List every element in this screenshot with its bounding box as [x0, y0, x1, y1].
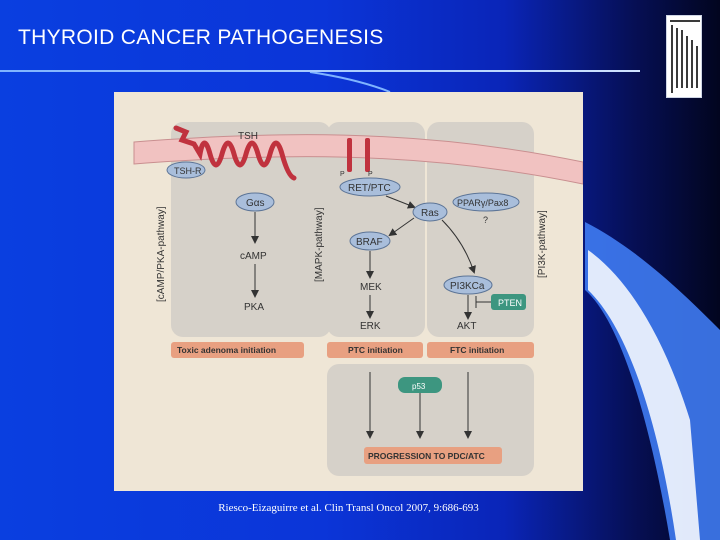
akt-label: AKT	[457, 321, 476, 332]
progression-label: PROGRESSION TO PDC/ATC	[368, 451, 485, 461]
toxic-adenoma-label: Toxic adenoma initiation	[177, 345, 276, 355]
p53-label: p53	[412, 382, 426, 391]
ppar-question: ?	[483, 215, 488, 225]
pathogenesis-figure: TSH TSH-R P P [cAMP/PKA-pathway] [MAPK-p…	[114, 92, 583, 491]
camp-pka-pathway-label: [cAMP/PKA-pathway]	[156, 206, 167, 302]
pi3kca-label: PI3KCa	[450, 281, 485, 292]
mapk-pathway-label: [MAPK-pathway]	[314, 207, 325, 282]
ptc-initiation-box	[327, 342, 423, 358]
ret-p-right: P	[368, 171, 373, 178]
ptc-initiation-label: PTC initiation	[348, 345, 403, 355]
ret-ptc-node	[339, 177, 401, 197]
ras-label: Ras	[421, 208, 439, 219]
tsh-label: TSH	[238, 131, 258, 142]
ret-receptor-left	[347, 138, 352, 172]
ret-p-left: P	[340, 171, 345, 178]
mapk-panel	[327, 122, 425, 337]
pi3kca-node	[443, 275, 493, 295]
ppar-node	[452, 192, 520, 212]
tshr-label: TSH-R	[174, 166, 202, 176]
pten-label: PTEN	[498, 298, 522, 308]
tsh-receptor	[173, 125, 297, 181]
ret-receptor-right	[365, 138, 370, 172]
tshr-node	[166, 161, 206, 179]
pka-label: PKA	[244, 302, 264, 313]
institution-logo	[666, 15, 702, 98]
erk-label: ERK	[360, 321, 381, 332]
ras-node	[412, 202, 448, 222]
ret-ptc-label: RET/PTC	[348, 183, 391, 194]
braf-label: BRAF	[356, 237, 383, 248]
pi3k-pathway-label: [PI3K-pathway]	[537, 210, 548, 278]
pathway-diagram: TSH TSH-R P P [cAMP/PKA-pathway] [MAPK-p…	[133, 122, 583, 476]
p53-node	[398, 377, 442, 393]
citation: Riesco-Eizaguirre et al. Clin Transl Onc…	[218, 502, 479, 514]
pten-node	[491, 294, 526, 310]
arrow-ras-pi3k	[441, 219, 476, 274]
mek-label: MEK	[360, 282, 382, 293]
camp-label: cAMP	[240, 251, 267, 262]
galpha-s-node	[235, 192, 275, 212]
progression-box	[364, 447, 502, 464]
arrow-ras-braf	[388, 217, 415, 237]
galpha-s-label: Gαs	[246, 198, 265, 209]
ppar-label: PPARγ/Pax8	[457, 198, 508, 208]
title-underline	[0, 70, 640, 72]
toxic-adenoma-box	[171, 342, 304, 358]
ftc-initiation-label: FTC initiation	[450, 345, 504, 355]
ftc-initiation-box	[427, 342, 534, 358]
arrow-ret-ras	[385, 195, 416, 209]
slide-title: THYROID CANCER PATHOGENESIS	[18, 26, 384, 49]
braf-node	[349, 231, 391, 251]
